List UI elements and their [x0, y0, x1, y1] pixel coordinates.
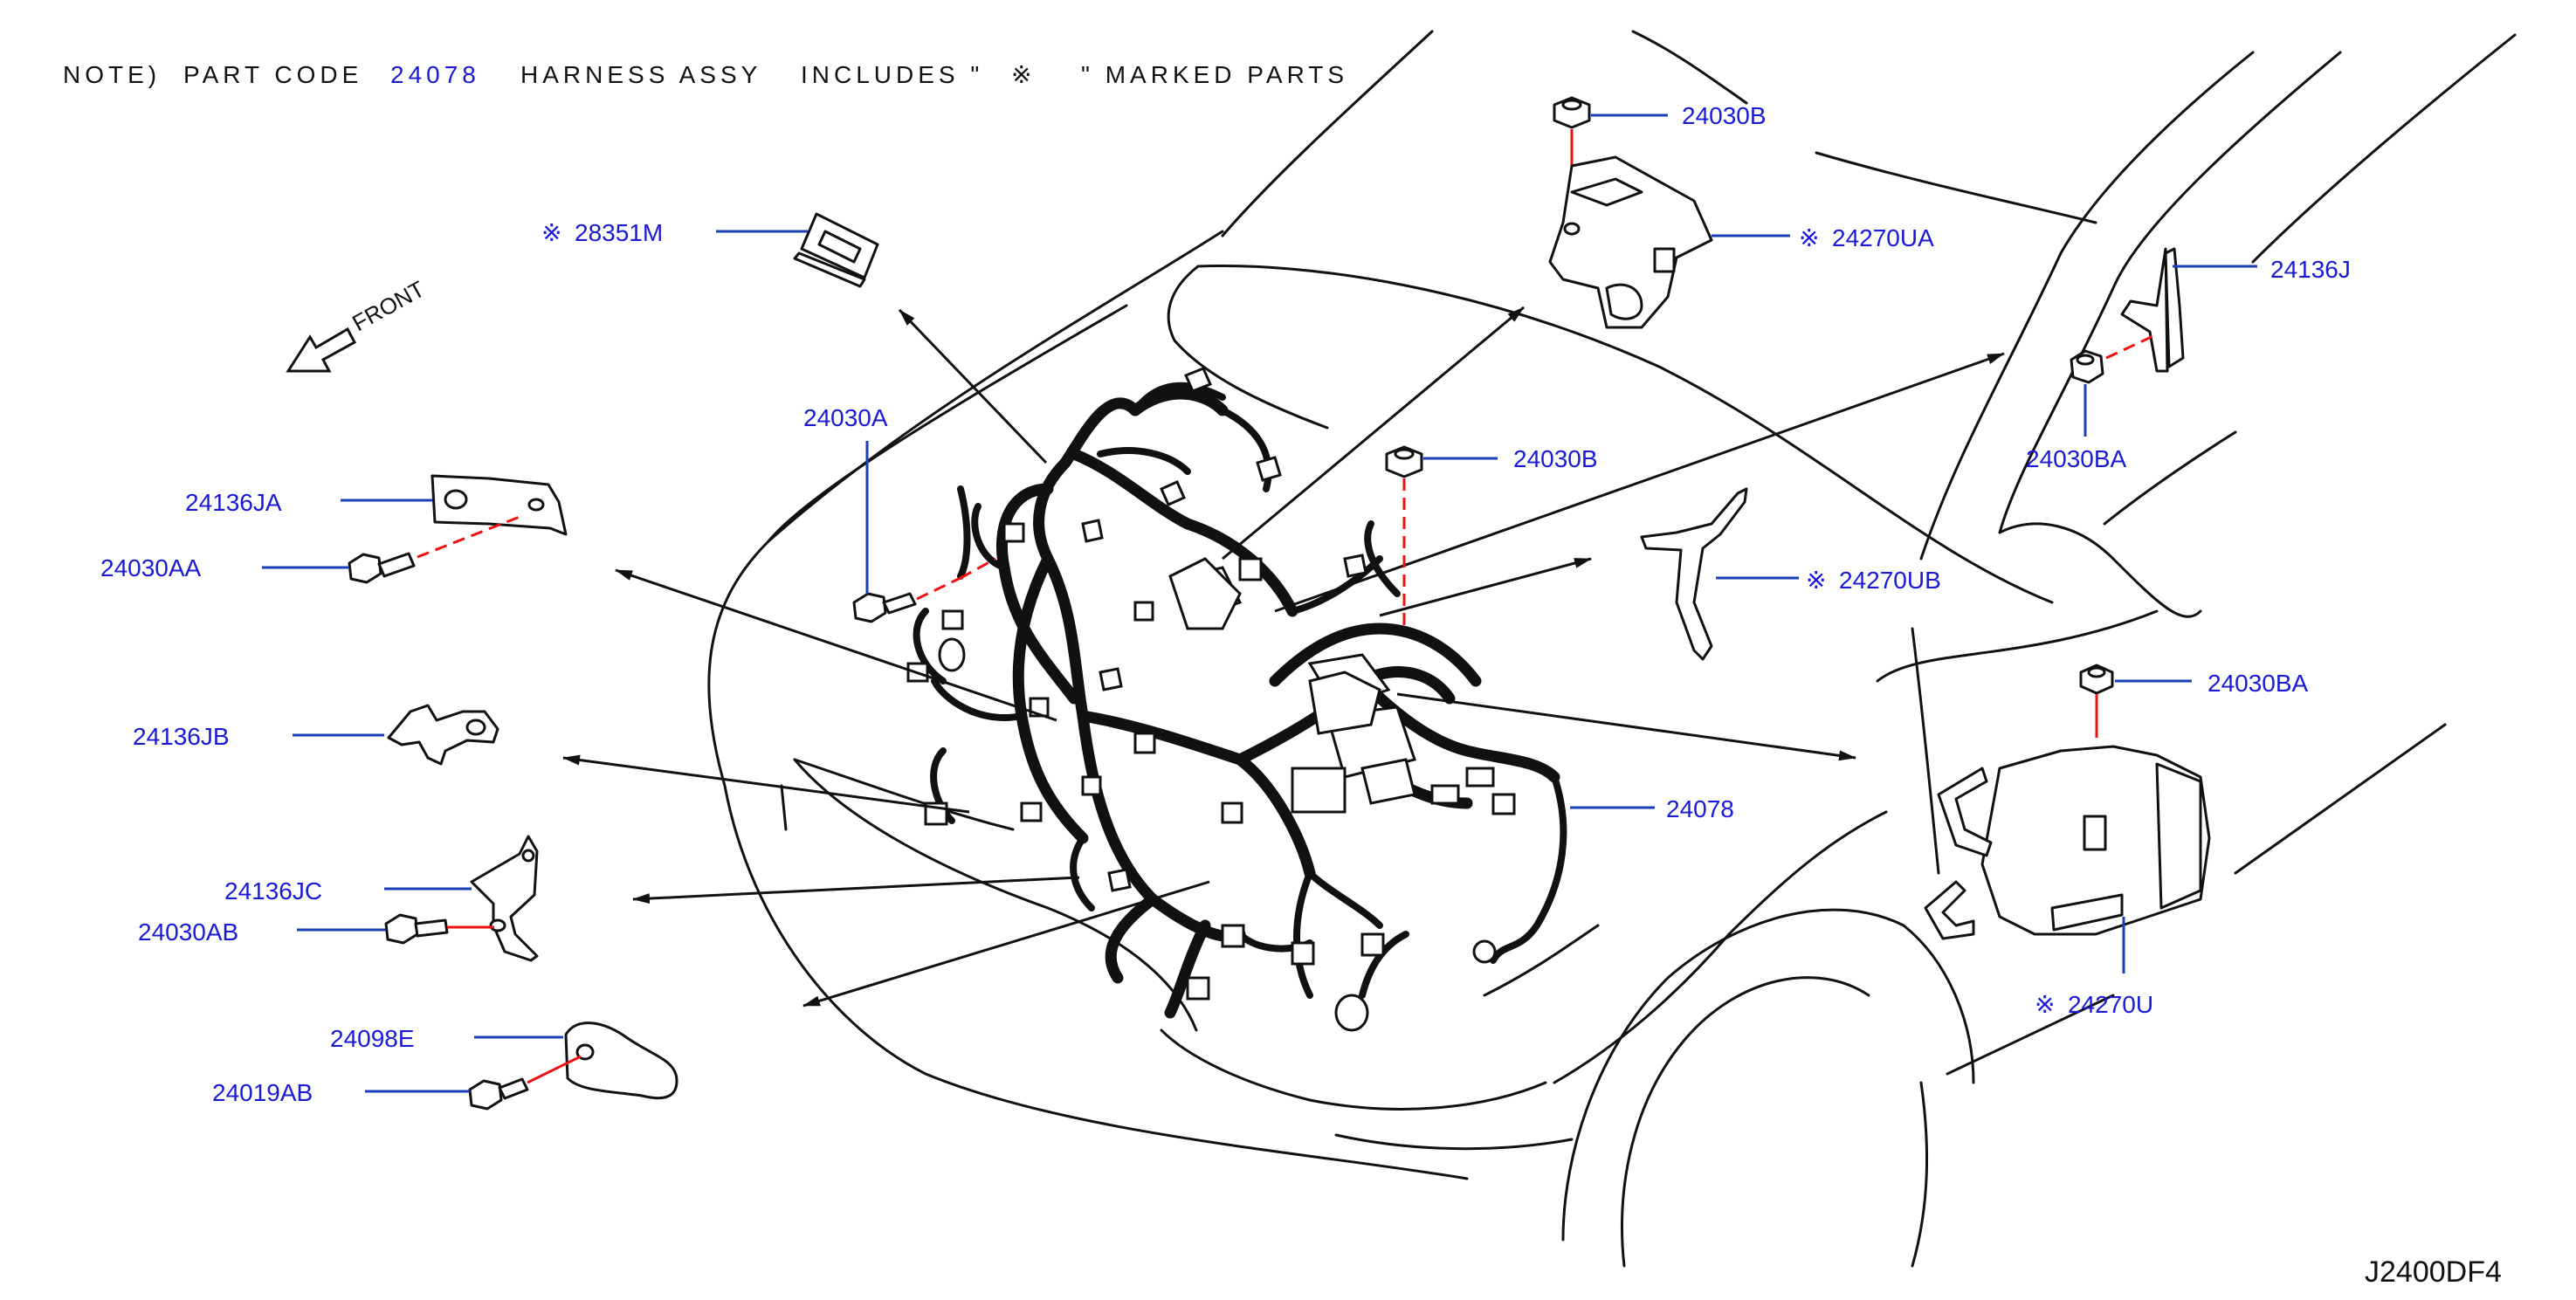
mark-24270UA: ※: [1799, 224, 1819, 251]
label-24030B-top[interactable]: 24030B: [1682, 102, 1767, 129]
wiring-harness-24078[interactable]: [906, 367, 1567, 1032]
part-24098E[interactable]: 24098E: [330, 1021, 678, 1100]
part-24136JB[interactable]: 24136JB: [133, 704, 499, 766]
label-24030AB[interactable]: 24030AB: [138, 918, 238, 946]
front-arrow-icon: [286, 327, 357, 373]
note-header: NOTE) PART CODE 24078 HARNESS ASSY INCLU…: [63, 61, 1348, 88]
label-24270UA[interactable]: 24270UA: [1832, 224, 1934, 251]
part-24019AB[interactable]: 24019AB: [212, 1055, 582, 1111]
note-prefix: NOTE): [63, 61, 161, 88]
label-24030BA-lower[interactable]: 24030BA: [2208, 670, 2309, 697]
label-24019AB[interactable]: 24019AB: [212, 1079, 313, 1106]
part-24030B-mid[interactable]: 24030B: [1385, 445, 1598, 629]
part-24136JA[interactable]: 24136JA: [185, 474, 568, 536]
part-24270UB[interactable]: ※ 24270UB: [1640, 487, 1941, 661]
mark-24270UB: ※: [1806, 567, 1826, 594]
label-24030AA[interactable]: 24030AA: [100, 554, 202, 581]
label-24270UB[interactable]: 24270UB: [1839, 567, 1941, 594]
label-24030BA-right[interactable]: 24030BA: [2026, 445, 2127, 472]
part-24030BA-lower[interactable]: 24030BA: [2079, 664, 2309, 738]
label-24030B-mid[interactable]: 24030B: [1513, 445, 1598, 472]
part-24270UA[interactable]: ※ 24270UA: [1548, 155, 1934, 329]
part-28351M[interactable]: ※ 28351M: [541, 212, 879, 288]
front-label: FRONT: [348, 276, 429, 337]
label-28351M[interactable]: 28351M: [575, 219, 663, 246]
part-24136J[interactable]: 24136J: [2120, 247, 2351, 373]
vehicle-outline: [707, 30, 2517, 1268]
note-marked-parts: " MARKED PARTS: [1081, 61, 1348, 88]
label-24030A[interactable]: 24030A: [803, 404, 888, 431]
part-24030AB[interactable]: 24030AB: [138, 913, 494, 946]
label-24078[interactable]: 24078: [1666, 795, 1734, 822]
note-includes: INCLUDES ": [801, 61, 983, 88]
label-24136JC[interactable]: 24136JC: [224, 877, 322, 904]
mark-28351M: ※: [541, 219, 561, 246]
exploded-view-arrows: [562, 306, 2005, 1008]
part-24136JC[interactable]: 24136JC: [224, 835, 539, 962]
label-24098E[interactable]: 24098E: [330, 1025, 415, 1052]
note-harness: HARNESS ASSY: [520, 61, 761, 88]
label-24136J[interactable]: 24136J: [2270, 256, 2351, 283]
note-part-code[interactable]: 24078: [390, 61, 480, 88]
note-part-code-label: PART CODE: [183, 61, 362, 88]
label-24136JA[interactable]: 24136JA: [185, 489, 282, 516]
part-24030B-top[interactable]: 24030B: [1553, 96, 1767, 218]
drawing-reference: J2400DF4: [2365, 1255, 2502, 1289]
part-24270U[interactable]: ※ 24270U: [1924, 745, 2211, 1018]
part-24030AA[interactable]: 24030AA: [100, 513, 525, 584]
label-24270U[interactable]: 24270U: [2068, 991, 2153, 1018]
mark-24270U: ※: [2035, 991, 2055, 1018]
front-direction-indicator: FRONT: [286, 276, 429, 373]
note-mark: ※: [1011, 61, 1036, 88]
part-24030BA-right[interactable]: 24030BA: [2026, 333, 2158, 472]
label-group-24078[interactable]: 24078: [1570, 795, 1734, 822]
part-24030A[interactable]: 24030A: [803, 404, 996, 623]
label-24136JB[interactable]: 24136JB: [133, 723, 230, 750]
